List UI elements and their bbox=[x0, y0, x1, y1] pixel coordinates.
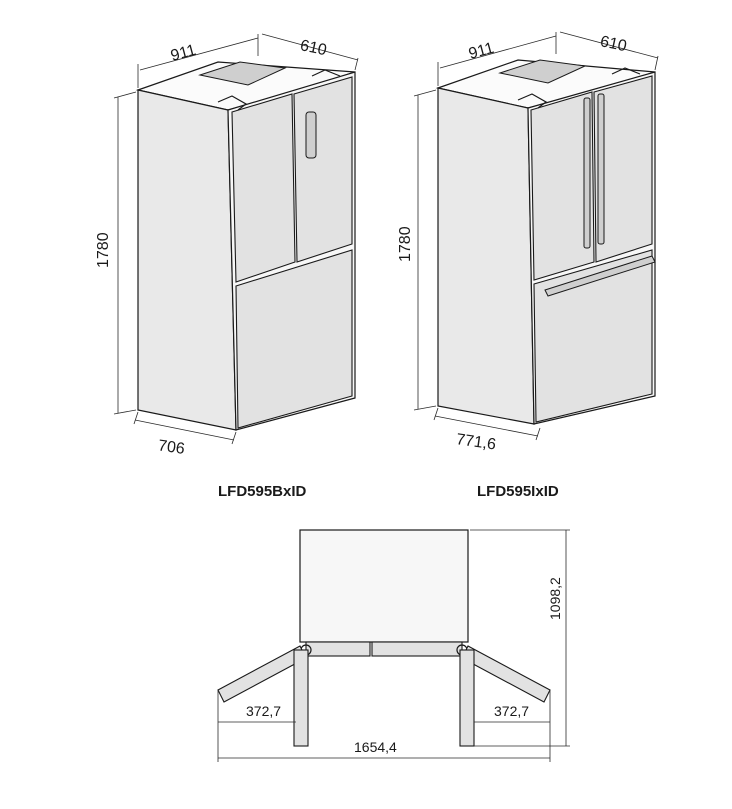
top-dim-right-door: 372,7 bbox=[494, 703, 529, 719]
left-fridge-hinge bbox=[217, 95, 248, 111]
top-dim-total-width: 1654,4 bbox=[354, 739, 397, 755]
top-view-left-door-angled bbox=[217, 645, 307, 703]
top-view-right-door-straight bbox=[459, 649, 475, 747]
left-fridge-side bbox=[137, 89, 237, 431]
left-dim-width: 911 bbox=[169, 42, 198, 65]
top-view-left-door-straight bbox=[293, 649, 309, 747]
top-view-door-strip-left bbox=[305, 641, 371, 657]
left-dim-depth: 610 bbox=[299, 37, 329, 59]
top-view-drawing: 1098,2 372,7 372,7 1654,4 bbox=[217, 529, 570, 762]
right-fridge-hinge bbox=[517, 93, 548, 109]
right-dim-bottom: 771,6 bbox=[455, 431, 497, 453]
right-fridge-drawer-handle bbox=[544, 255, 656, 297]
left-fridge-hinge-right bbox=[311, 69, 341, 77]
right-dim-height: 1780 bbox=[397, 226, 414, 262]
left-fridge-handle bbox=[305, 111, 317, 159]
right-fridge-handle-right bbox=[597, 93, 605, 245]
left-fridge-upper-left-door bbox=[231, 93, 296, 283]
left-fridge-lower-drawer bbox=[235, 249, 353, 429]
right-model-label: LFD595IxID bbox=[477, 483, 559, 500]
left-dim-height: 1780 bbox=[95, 232, 112, 268]
left-fridge-drawing: 911 610 1780 706 bbox=[95, 33, 359, 458]
right-dim-depth: 610 bbox=[599, 33, 629, 55]
right-dim-width: 911 bbox=[467, 40, 496, 63]
right-fridge-upper-left-door bbox=[530, 91, 595, 281]
left-fridge-top-panel bbox=[198, 61, 287, 86]
left-fridge-upper-right-door bbox=[293, 76, 353, 263]
right-fridge-top-panel bbox=[498, 59, 587, 84]
top-dim-open-depth: 1098,2 bbox=[547, 577, 563, 620]
right-fridge-side bbox=[437, 87, 535, 425]
right-fridge-lower-drawer bbox=[533, 249, 653, 423]
right-fridge-hinge-right bbox=[611, 67, 641, 75]
left-dim-bottom: 706 bbox=[157, 437, 186, 458]
right-fridge-drawing: 911 610 1780 771,6 bbox=[397, 31, 659, 454]
left-model-label: LFD595BxID bbox=[218, 483, 307, 500]
top-view-right-door-angled bbox=[461, 645, 551, 703]
right-fridge-handle-left bbox=[583, 97, 591, 249]
right-fridge-upper-right-door bbox=[593, 75, 653, 263]
top-dim-left-door: 372,7 bbox=[246, 703, 281, 719]
top-view-door-strip-right bbox=[371, 641, 463, 657]
top-view-cabinet bbox=[299, 529, 469, 643]
